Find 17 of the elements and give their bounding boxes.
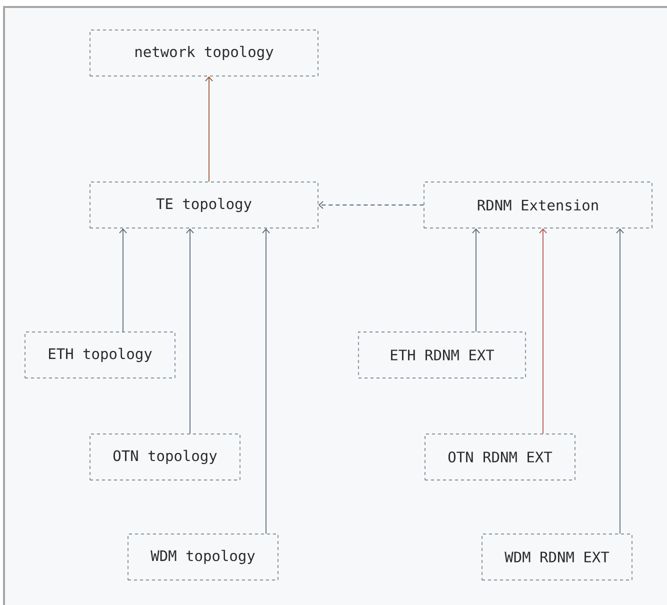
dashed-box: network topology [90,30,318,76]
arrow [472,228,480,332]
arrow [318,201,424,209]
dashed-box: ETH RDNM EXT [358,332,526,378]
dashed-box: OTN topology [90,434,240,480]
arrow [616,228,624,534]
dashed-box: TE topology [90,182,318,228]
dashed-box: RDNM Extension [424,182,652,228]
arrow [186,228,194,434]
arrow [119,228,127,332]
arrow [205,76,213,182]
dashed-box: WDM topology [128,534,278,580]
dashed-box: OTN RDNM EXT [424,434,576,480]
arrow [539,228,547,434]
dashed-box: WDM RDNM EXT [482,534,632,580]
arrow [262,228,270,534]
dashed-box: ETH topology [24,332,176,378]
